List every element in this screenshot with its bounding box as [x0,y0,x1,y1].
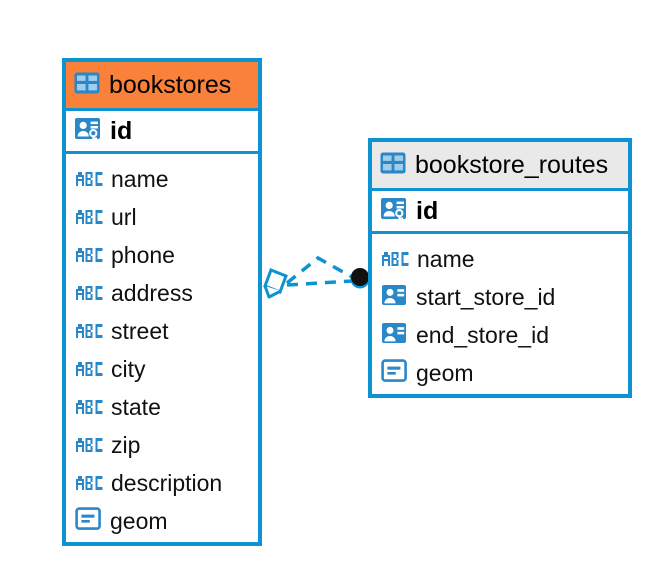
entity-table-bookstore-routes[interactable]: bookstore_routes id [368,138,632,398]
field-label: name [417,245,475,272]
primary-key-icon [380,195,408,228]
connector-branch-upper [285,255,353,285]
field-row[interactable]: description [66,464,258,502]
abc-icon [75,165,103,193]
primary-key-label-bookstore-routes: id [416,196,439,225]
field-row[interactable]: city [66,350,258,388]
entity-table-bookstores[interactable]: bookstores id [62,58,262,546]
field-row[interactable]: name [372,240,628,278]
filled-circle-endpoint [350,268,370,289]
entity-title-bookstores: bookstores [109,70,232,99]
field-row[interactable]: state [66,388,258,426]
field-label: url [111,203,137,230]
field-label: street [111,317,169,344]
entity-header-bookstores: bookstores [66,62,258,108]
field-row[interactable]: name [66,160,258,198]
field-row[interactable]: geom [66,502,258,540]
primary-key-icon [74,115,102,148]
connector-branch-lower [286,279,353,287]
field-label: name [111,165,169,192]
field-label: start_store_id [416,283,556,310]
geometry-icon [381,358,408,388]
abc-icon [75,393,103,421]
geometry-icon [75,506,102,536]
field-label: phone [111,241,175,268]
field-list-bookstore-routes: name start_store_id [372,234,628,400]
table-icon [74,72,100,99]
abc-icon [75,279,103,307]
foreign-key-icon [381,283,408,312]
field-row[interactable]: address [66,274,258,312]
foreign-key-icon [381,321,408,350]
field-row[interactable]: geom [372,354,628,392]
entity-header-bookstore-routes: bookstore_routes [372,142,628,188]
field-row[interactable]: start_store_id [372,278,628,316]
diamond-endpoint [263,268,288,299]
primary-key-label-bookstores: id [110,116,133,145]
abc-icon [75,469,103,497]
field-label: city [111,355,146,382]
field-row[interactable]: phone [66,236,258,274]
field-label: geom [110,507,168,534]
abc-icon [75,355,103,383]
abc-icon [75,431,103,459]
field-label: zip [111,431,141,458]
field-row[interactable]: end_store_id [372,316,628,354]
field-row[interactable]: url [66,198,258,236]
field-label: description [111,469,223,496]
primary-key-row-bookstore-routes[interactable]: id [372,188,628,234]
abc-icon [75,317,103,345]
field-row[interactable]: street [66,312,258,350]
field-label: address [111,279,193,306]
abc-icon [381,245,409,273]
field-row[interactable]: zip [66,426,258,464]
table-icon [380,152,406,179]
abc-icon [75,241,103,269]
field-list-bookstores: name url [66,154,258,548]
primary-key-row-bookstores[interactable]: id [66,108,258,154]
field-label: state [111,393,161,420]
abc-icon [75,203,103,231]
field-label: geom [416,359,474,386]
entity-title-bookstore-routes: bookstore_routes [415,150,609,179]
field-label: end_store_id [416,321,549,348]
